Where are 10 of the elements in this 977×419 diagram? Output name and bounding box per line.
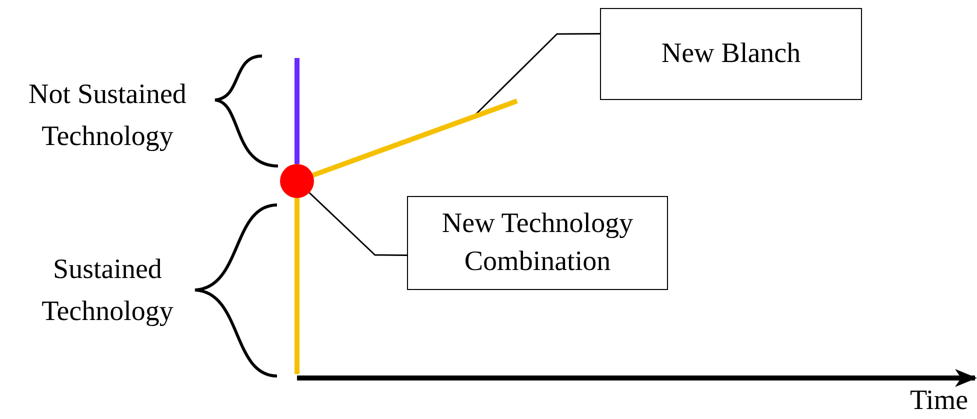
category-label: Not Sustained Technology: [28, 78, 188, 154]
branch-point-marker: [280, 164, 314, 198]
category-label: Sustained Technology: [40, 253, 174, 329]
leader-line: [308, 192, 407, 256]
trend-line: [294, 58, 300, 164]
trend-line: [312, 98, 518, 178]
callout-box: New Technology Combination: [407, 196, 668, 290]
trend-line: [294, 198, 300, 374]
axis-label: Time: [908, 384, 970, 418]
callout-box: New Blanch: [600, 8, 862, 100]
